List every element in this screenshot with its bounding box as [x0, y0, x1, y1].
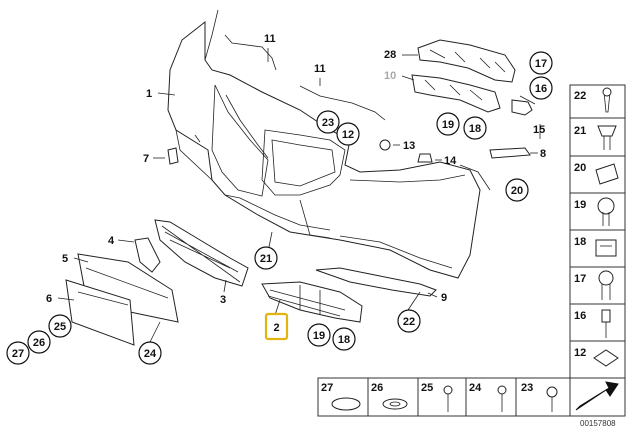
- callout-11b: 11: [314, 63, 326, 75]
- part-11-strip-a: [224, 34, 277, 71]
- svg-text:17: 17: [574, 273, 586, 285]
- callout-5: 5: [62, 253, 68, 265]
- svg-text:2: 2: [273, 322, 279, 334]
- svg-text:25: 25: [54, 321, 66, 333]
- callout-11a: 11: [264, 33, 276, 45]
- callout-16: 16: [529, 76, 553, 100]
- part-3-grille: [154, 219, 249, 287]
- svg-text:19: 19: [442, 119, 454, 131]
- callout-23: 23: [316, 110, 340, 134]
- svg-text:4: 4: [108, 235, 115, 247]
- callout-17: 17: [529, 51, 553, 75]
- callout-22: 22: [397, 309, 421, 333]
- callout-21: 21: [254, 246, 278, 270]
- svg-text:5: 5: [62, 253, 68, 265]
- bumper-cover: [167, 9, 491, 279]
- svg-text:28: 28: [384, 49, 396, 61]
- svg-text:16: 16: [535, 83, 547, 95]
- callout-18b: 18: [332, 327, 356, 351]
- svg-text:11: 11: [264, 33, 276, 45]
- svg-text:20: 20: [574, 162, 586, 174]
- part-13-plug: [379, 139, 391, 151]
- svg-text:1: 1: [146, 88, 152, 100]
- callout-2-highlighted[interactable]: 2: [264, 312, 289, 341]
- svg-text:15: 15: [533, 124, 545, 136]
- svg-text:18: 18: [338, 334, 350, 346]
- svg-text:20: 20: [511, 185, 523, 197]
- bottom-legend: 27 26 25 24 23: [317, 377, 626, 417]
- svg-text:11: 11: [314, 63, 326, 75]
- svg-text:24: 24: [469, 382, 482, 394]
- callout-14: 14: [444, 155, 457, 167]
- svg-text:19: 19: [574, 199, 586, 211]
- callout-7: 7: [143, 153, 149, 165]
- reference-number: 00157808: [580, 419, 616, 428]
- side-legend: 22 21 20 19 18 17 16 12: [569, 84, 626, 379]
- part-4-trim: [134, 237, 161, 273]
- callout-9: 9: [441, 292, 447, 304]
- svg-text:22: 22: [574, 90, 586, 102]
- svg-text:6: 6: [46, 293, 52, 305]
- svg-text:26: 26: [371, 382, 383, 394]
- part-28-bracket: [417, 39, 516, 83]
- svg-text:22: 22: [403, 316, 415, 328]
- svg-text:21: 21: [574, 125, 586, 137]
- callout-6: 6: [46, 293, 52, 305]
- part-6-plate: [65, 279, 135, 346]
- svg-text:14: 14: [444, 155, 457, 167]
- callout-3: 3: [220, 294, 226, 306]
- svg-text:3: 3: [220, 294, 226, 306]
- part-14-grommet: [417, 153, 433, 163]
- svg-text:8: 8: [540, 148, 546, 160]
- callout-24: 24: [138, 341, 162, 365]
- part-15-sensor: [511, 99, 533, 116]
- svg-text:12: 12: [574, 347, 586, 359]
- callout-12: 12: [336, 122, 360, 146]
- callout-4: 4: [108, 235, 115, 247]
- svg-text:23: 23: [322, 117, 334, 129]
- svg-text:13: 13: [403, 140, 415, 152]
- callout-13: 13: [403, 140, 415, 152]
- part-11-strip-b: [299, 85, 386, 121]
- part-10-bracket: [411, 74, 501, 113]
- callout-28: 28: [384, 49, 396, 61]
- svg-text:12: 12: [342, 129, 354, 141]
- svg-text:18: 18: [469, 123, 481, 135]
- callout-18a: 18: [463, 116, 487, 140]
- callout-26: 26: [27, 330, 51, 354]
- svg-text:23: 23: [521, 382, 533, 394]
- part-8-strip: [489, 147, 531, 159]
- callout-19b: 19: [307, 323, 331, 347]
- svg-text:18: 18: [574, 236, 586, 248]
- callout-8: 8: [540, 148, 546, 160]
- svg-text:16: 16: [574, 310, 586, 322]
- svg-text:10: 10: [384, 70, 396, 82]
- svg-text:17: 17: [535, 58, 547, 70]
- callout-25: 25: [48, 314, 72, 338]
- callout-27: 27: [6, 341, 30, 365]
- svg-text:27: 27: [12, 348, 24, 360]
- svg-text:19: 19: [313, 330, 325, 342]
- part-2-side-grille: [261, 281, 363, 323]
- part-9-spoiler: [315, 267, 437, 297]
- callout-20: 20: [505, 178, 529, 202]
- callout-1: 1: [146, 88, 152, 100]
- svg-text:26: 26: [33, 337, 45, 349]
- svg-text:21: 21: [260, 253, 272, 265]
- callout-19a: 19: [436, 112, 460, 136]
- part-7-clip: [167, 147, 179, 165]
- svg-text:9: 9: [441, 292, 447, 304]
- callout-10: 10: [384, 70, 396, 82]
- svg-text:7: 7: [143, 153, 149, 165]
- svg-text:27: 27: [321, 382, 333, 394]
- svg-text:25: 25: [421, 382, 433, 394]
- callout-15: 15: [533, 124, 545, 136]
- svg-text:24: 24: [144, 348, 157, 360]
